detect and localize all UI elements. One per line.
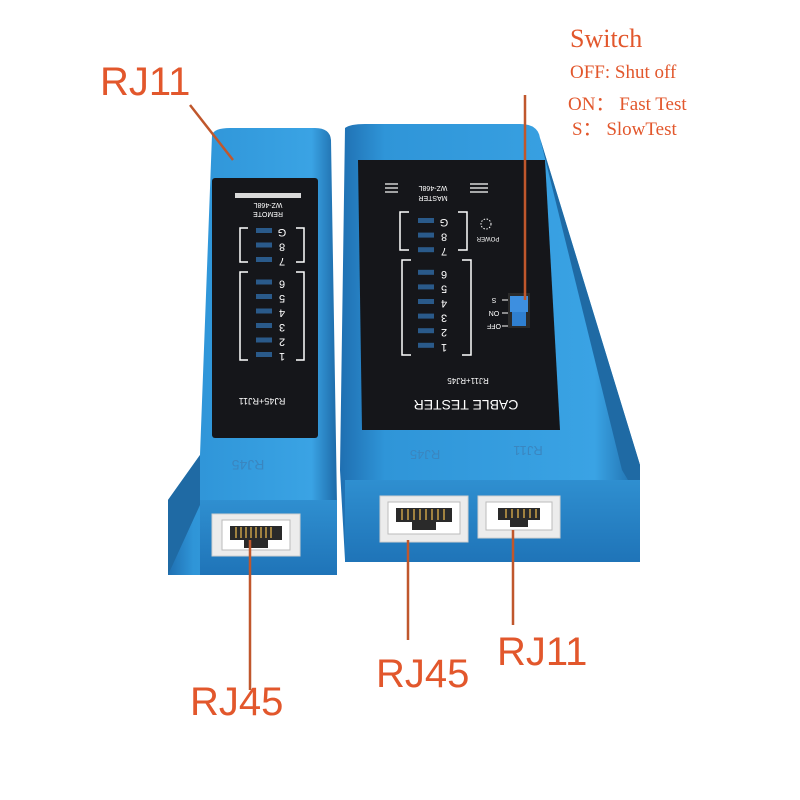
master-led-label: 7 [441,245,447,257]
switch-legend-title: Switch [570,24,643,53]
remote-led-3 [256,323,272,328]
switch-legend-s: S： SlowTest [572,119,677,140]
remote-led-column: G 8 7 6 5 4 3 2 1 [256,226,286,362]
mode-switch[interactable] [508,293,530,328]
master-led-label: 2 [441,326,447,338]
master-brand-text: MASTER [418,194,447,201]
cable-tester-title: CABLE TESTER [414,397,519,413]
remote-led-7 [256,257,272,262]
master-led-label: 6 [441,268,447,280]
master-led-8 [418,232,434,238]
annotation-rj11-right: RJ11 [497,630,588,674]
master-unit: WZ-468L MASTER POWER G 8 7 6 5 4 3 2 1 S ON OFF RJ… [340,124,640,562]
master-led-label: 8 [441,231,447,243]
remote-led-label: 7 [279,255,285,267]
master-embossed-rj11: RJ11 [513,443,542,458]
remote-led-8 [256,242,272,248]
annotation-rj11-top: RJ11 [100,60,191,104]
annotation-lines [189,95,527,690]
master-led-2 [418,328,434,334]
annotation-rj45-mid: RJ45 [376,652,470,696]
master-label-panel [358,160,560,430]
master-model-text: WZ-468L [419,184,448,191]
remote-led-6 [256,279,272,285]
master-embossed-rj45: RJ45 [410,447,440,462]
remote-led-label: 1 [279,350,285,362]
switch-legend-off: OFF: Shut off [570,62,677,83]
master-led-label: 4 [441,297,447,309]
remote-led-label: 8 [279,241,285,253]
master-rj45-port[interactable] [379,495,469,543]
remote-model-text: WZ-468L [254,201,283,208]
switch-position-label: ON [489,309,500,316]
remote-led-label: 5 [279,292,285,304]
remote-led-1 [256,352,272,357]
master-led-3 [418,313,434,319]
remote-unit: WZ-468L REMOTE G 8 7 6 5 4 3 2 1 RJ45+RJ11 RJ45 [168,128,337,575]
remote-led-4 [256,308,272,314]
master-led-label: 1 [441,341,447,353]
power-label: POWER [476,235,499,241]
annotation-rj45-left: RJ45 [190,680,284,724]
switch-position-label: S [491,296,496,303]
remote-rj45-port[interactable] [211,513,301,557]
switch-position-label: OFF [487,322,501,329]
remote-led-2 [256,337,272,343]
master-port-label: RJ11+RJ45 [447,376,489,385]
remote-port-label: RJ45+RJ11 [239,396,286,406]
master-led-4 [418,299,434,304]
remote-led-label: 6 [279,278,285,290]
master-led-1 [418,342,434,348]
remote-led-label: 3 [279,321,285,333]
master-led-7 [418,247,434,253]
switch-position-labels: S ON OFF [487,296,508,329]
master-led-label: G [440,216,449,228]
remote-label-panel [212,178,318,438]
master-led-G [418,218,434,223]
master-led-column: G 8 7 6 5 4 3 2 1 [418,216,448,353]
switch-legend-on: ON： Fast Test [568,94,687,115]
remote-led-label: 2 [279,336,285,348]
remote-led-5 [256,294,272,299]
master-led-5 [418,284,434,290]
master-rj11-port[interactable] [477,495,561,539]
remote-led-G [256,228,272,233]
remote-brand-text: REMOTE [253,210,283,217]
power-led-icon [480,218,492,230]
master-led-label: 5 [441,282,447,294]
master-led-label: 3 [441,312,447,324]
remote-led-label: G [278,226,287,238]
remote-embossed-text: RJ45 [231,457,264,473]
master-led-6 [418,269,434,275]
remote-led-label: 4 [279,307,285,319]
